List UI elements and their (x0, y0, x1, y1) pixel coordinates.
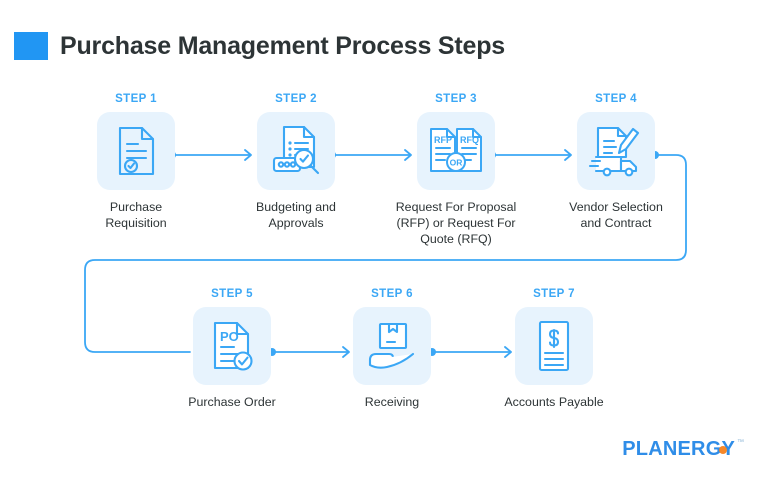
step-label-2: STEP 2 (275, 93, 317, 105)
step-node-5[interactable]: STEP 5 PO Purchase Order (152, 288, 312, 410)
hand-holding-box-icon (368, 322, 415, 369)
caption-line: (RFP) or Request For (396, 216, 516, 230)
accent-swatch (14, 32, 48, 60)
caption-line: Vendor Selection (569, 200, 663, 214)
rfp-rfq-documents-icon: RFP RFQ OR (430, 128, 482, 172)
icon-text-or: OR (450, 158, 463, 168)
step-icon-box-1 (97, 112, 175, 190)
step-caption-7: Accounts Payable (474, 394, 634, 410)
icon-text-po: PO (220, 329, 239, 344)
step-label-1: STEP 1 (115, 93, 157, 105)
caption-line: Receiving (364, 395, 420, 409)
step-node-1[interactable]: STEP 1 Purchase Requisition (56, 93, 216, 231)
step-caption-5: Purchase Order (152, 394, 312, 410)
caption-line: Requisition (105, 216, 167, 230)
caption-line: Quote (RFQ) (420, 232, 492, 246)
step-caption-6: Receiving (312, 394, 472, 410)
step-icon-box-3: RFP RFQ OR (417, 112, 495, 190)
step-icon-box-5: PO (193, 307, 271, 385)
step-icon-box-7 (515, 307, 593, 385)
step-label-4: STEP 4 (595, 93, 637, 105)
caption-line: Purchase Order (188, 395, 276, 409)
step-node-7[interactable]: STEP 7 Accounts Payable (474, 288, 634, 410)
document-check-icon (118, 126, 155, 176)
caption-line: Request For Proposal (395, 200, 517, 214)
step-icon-box-2 (257, 112, 335, 190)
step-caption-4: Vendor Selection and Contract (536, 199, 696, 231)
invoice-dollar-icon (538, 320, 570, 372)
trademark-symbol: ™ (737, 439, 744, 446)
step-node-2[interactable]: STEP 2 (216, 93, 376, 231)
planergy-logo[interactable]: PLANERGY ™ (622, 438, 744, 461)
contract-pen-truck-icon (588, 126, 640, 177)
step-node-4[interactable]: STEP 4 Vendor S (536, 93, 696, 231)
step-label-6: STEP 6 (371, 288, 413, 300)
step-label-5: STEP 5 (211, 288, 253, 300)
caption-line: Approvals (268, 216, 324, 230)
caption-line: Accounts Payable (504, 395, 604, 409)
step-node-6[interactable]: STEP 6 Receiving (312, 288, 472, 410)
step-node-3[interactable]: STEP 3 RFP RFQ OR (376, 93, 536, 247)
step-caption-3: Request For Proposal (RFP) or Request Fo… (376, 199, 536, 247)
icon-text-rfq: RFQ (460, 135, 479, 145)
step-caption-2: Budgeting and Approvals (216, 199, 376, 231)
step-caption-1: Purchase Requisition (56, 199, 216, 231)
purchase-order-check-icon: PO (213, 321, 253, 371)
logo-wordmark: PLANERGY (622, 438, 735, 460)
caption-line: Purchase (109, 200, 163, 214)
step-icon-box-4 (577, 112, 655, 190)
document-money-magnifier-icon (272, 125, 320, 175)
caption-line: Budgeting and (256, 200, 336, 214)
page-header: Purchase Management Process Steps (14, 28, 505, 64)
step-icon-box-6 (353, 307, 431, 385)
icon-text-rfp: RFP (434, 135, 452, 145)
step-label-7: STEP 7 (533, 288, 575, 300)
page-title: Purchase Management Process Steps (60, 31, 505, 60)
step-label-3: STEP 3 (435, 93, 477, 105)
caption-line: and Contract (580, 216, 652, 230)
